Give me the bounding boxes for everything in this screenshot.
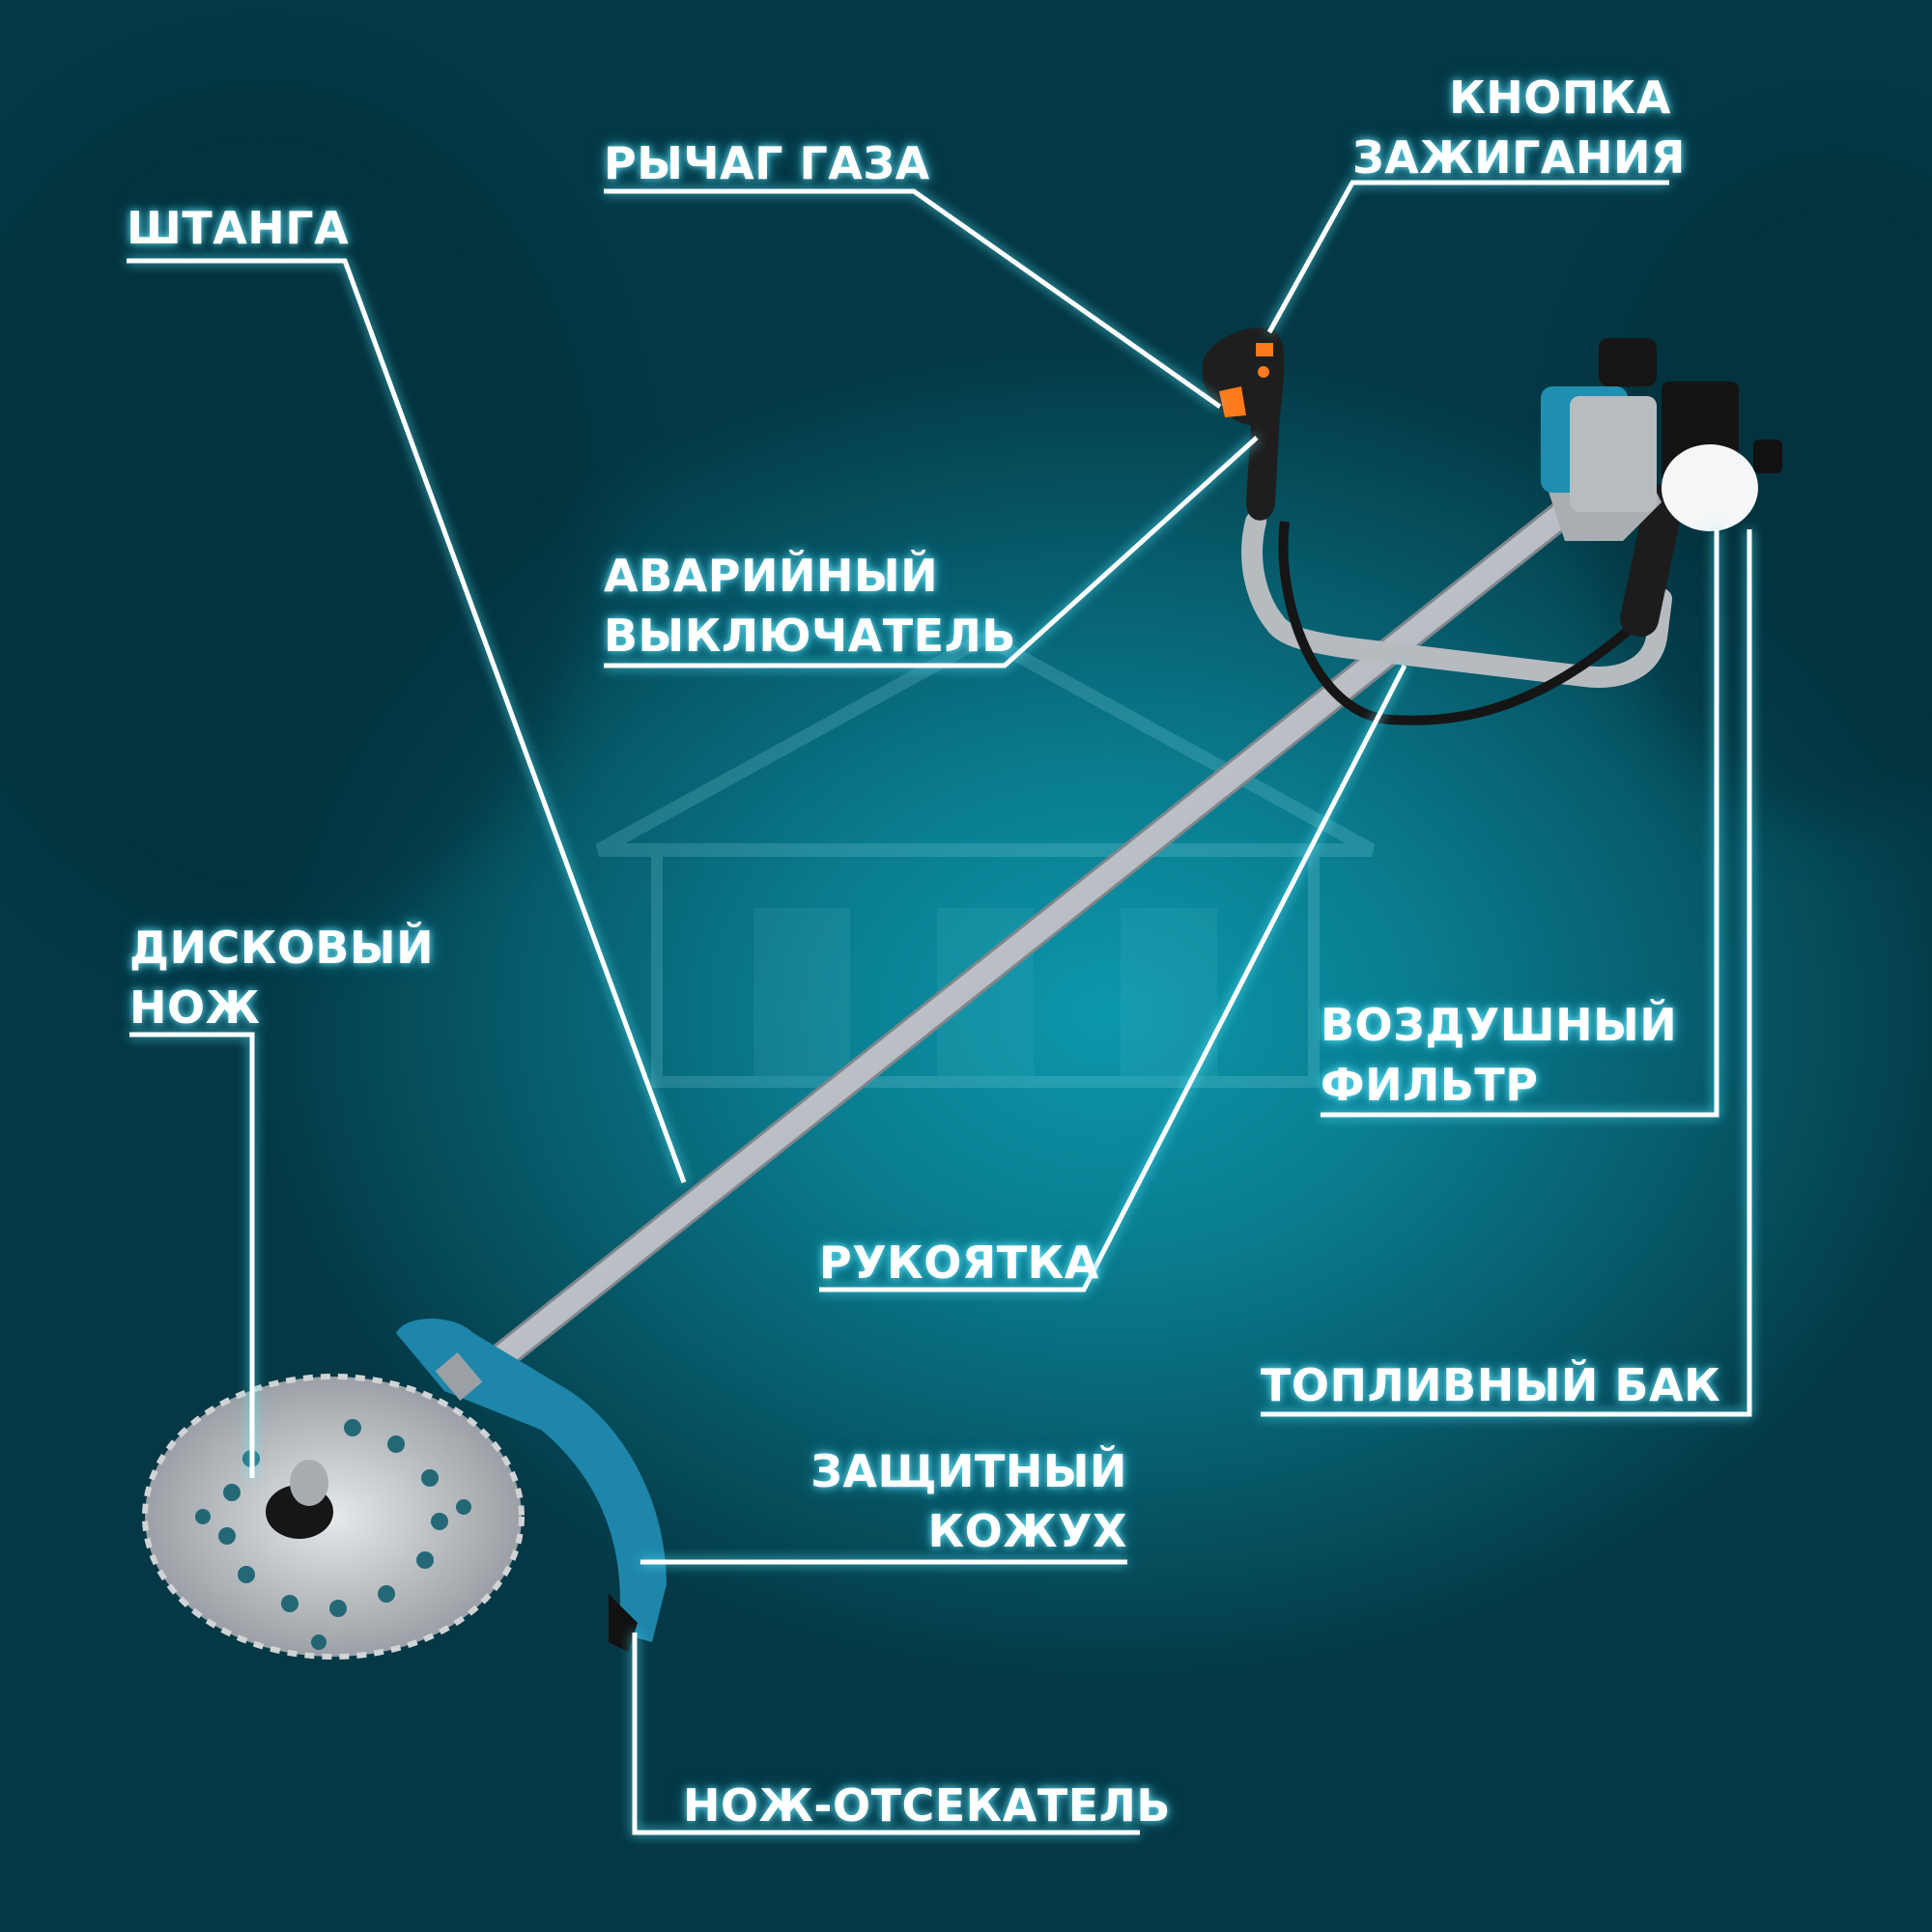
label-rukoyatka-text: РУКОЯТКА: [819, 1236, 1099, 1289]
label-rychag-gaza: РЫЧАГ ГАЗА: [604, 133, 930, 193]
label-knopka-line1: КНОПКА: [1449, 71, 1671, 124]
label-rukoyatka: РУКОЯТКА: [819, 1233, 1099, 1293]
disc-blade: [142, 1374, 525, 1660]
label-zashchitny-line1: ЗАЩИТНЫЙ: [810, 1445, 1127, 1497]
label-knopka-zazhiganiya: КНОПКА ЗАЖИГАНИЯ: [1352, 68, 1686, 187]
label-avariyny-line1: АВАРИЙНЫЙ: [604, 550, 939, 602]
handlebar: [1241, 511, 1672, 725]
label-avariyny-vyklyuchatel: АВАРИЙНЫЙ ВЫКЛЮЧАТЕЛЬ: [604, 546, 1016, 666]
label-rychag-gaza-text: РЫЧАГ ГАЗА: [604, 137, 930, 189]
label-nozh-otsekatel: НОЖ-ОТСЕКАТЕЛЬ: [683, 1776, 1171, 1835]
label-zashchitny-kozhukh: ЗАЩИТНЫЙ КОЖУХ: [773, 1441, 1127, 1561]
label-avariyny-line2: ВЫКЛЮЧАТЕЛЬ: [604, 610, 1016, 662]
label-vozdushny-filtr: ВОЗДУШНЫЙ ФИЛЬТР: [1321, 995, 1677, 1115]
throttle-handle: [1203, 327, 1285, 521]
protective-guard: [396, 1319, 667, 1652]
label-diskovy-line1: ДИСКОВЫЙ: [129, 922, 435, 974]
label-diskovy-nozh: ДИСКОВЫЙ НОЖ: [129, 918, 434, 1037]
label-nozh-otsekatel-text: НОЖ-ОТСЕКАТЕЛЬ: [683, 1779, 1171, 1832]
label-knopka-line2: ЗАЖИГАНИЯ: [1352, 131, 1686, 184]
label-shtanga-text: ШТАНГА: [127, 202, 350, 254]
label-vozdushny-line2: ФИЛЬТР: [1321, 1059, 1539, 1111]
label-zashchitny-line2: КОЖУХ: [927, 1505, 1127, 1557]
label-toplivny-bak: ТОПЛИВНЫЙ БАК: [1261, 1355, 1720, 1415]
label-vozdushny-line1: ВОЗДУШНЫЙ: [1321, 999, 1678, 1051]
label-diskovy-line2: НОЖ: [129, 981, 261, 1034]
label-toplivny-bak-text: ТОПЛИВНЫЙ БАК: [1261, 1359, 1721, 1411]
engine: [1541, 338, 1782, 541]
label-shtanga: ШТАНГА: [127, 198, 349, 258]
